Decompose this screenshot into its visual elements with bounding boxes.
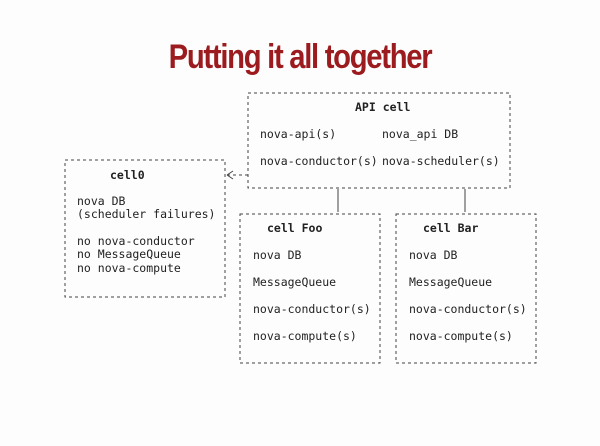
api-to-cell0-connector (226, 170, 248, 180)
api-cell-service-nova-api-db: nova_api DB (382, 127, 458, 141)
cell0-heading: cell0 (110, 168, 145, 182)
api-cell-box: API cell nova-api(s) nova-conductor(s) n… (247, 92, 511, 189)
cell0-line-nova-db: nova DB (77, 194, 126, 208)
api-cell-border (247, 92, 511, 189)
cell-foo-box: cell Foo nova DB MessageQueue nova-condu… (239, 213, 381, 364)
api-cell-service-nova-conductor: nova-conductor(s) (260, 154, 378, 168)
api-cell-service-nova-scheduler: nova-scheduler(s) (382, 154, 500, 168)
cell-bar-line-conductor: nova-conductor(s) (409, 302, 527, 316)
cell0-line-no-compute: no nova-compute (77, 261, 181, 275)
cell-foo-line-compute: nova-compute(s) (253, 329, 357, 343)
cell-bar-line-compute: nova-compute(s) (409, 329, 513, 343)
cell-bar-heading: cell Bar (423, 221, 478, 235)
cell-bar-box: cell Bar nova DB MessageQueue nova-condu… (395, 213, 537, 364)
arrow-head-icon (226, 170, 234, 180)
cell-bar-line-messagequeue: MessageQueue (409, 275, 492, 289)
cell0-line-no-conductor: no nova-conductor (77, 234, 195, 248)
cell0-border (64, 159, 226, 298)
cell-bar-line-nova-db: nova DB (409, 248, 458, 262)
cell-foo-line-nova-db: nova DB (253, 248, 302, 262)
cell-foo-heading: cell Foo (267, 221, 322, 235)
api-cell-heading: API cell (355, 100, 410, 114)
api-cell-service-nova-api: nova-api(s) (260, 127, 336, 141)
api-to-cells-connectors (337, 189, 466, 212)
cell-foo-line-conductor: nova-conductor(s) (253, 302, 371, 316)
slide-title: Putting it all together (168, 38, 433, 76)
cell-foo-line-messagequeue: MessageQueue (253, 275, 336, 289)
cell0-line-scheduler-failures: (scheduler failures) (77, 207, 215, 221)
cell0-box: cell0 nova DB (scheduler failures) no no… (64, 159, 226, 298)
cell0-line-no-messagequeue: no MessageQueue (77, 247, 181, 261)
